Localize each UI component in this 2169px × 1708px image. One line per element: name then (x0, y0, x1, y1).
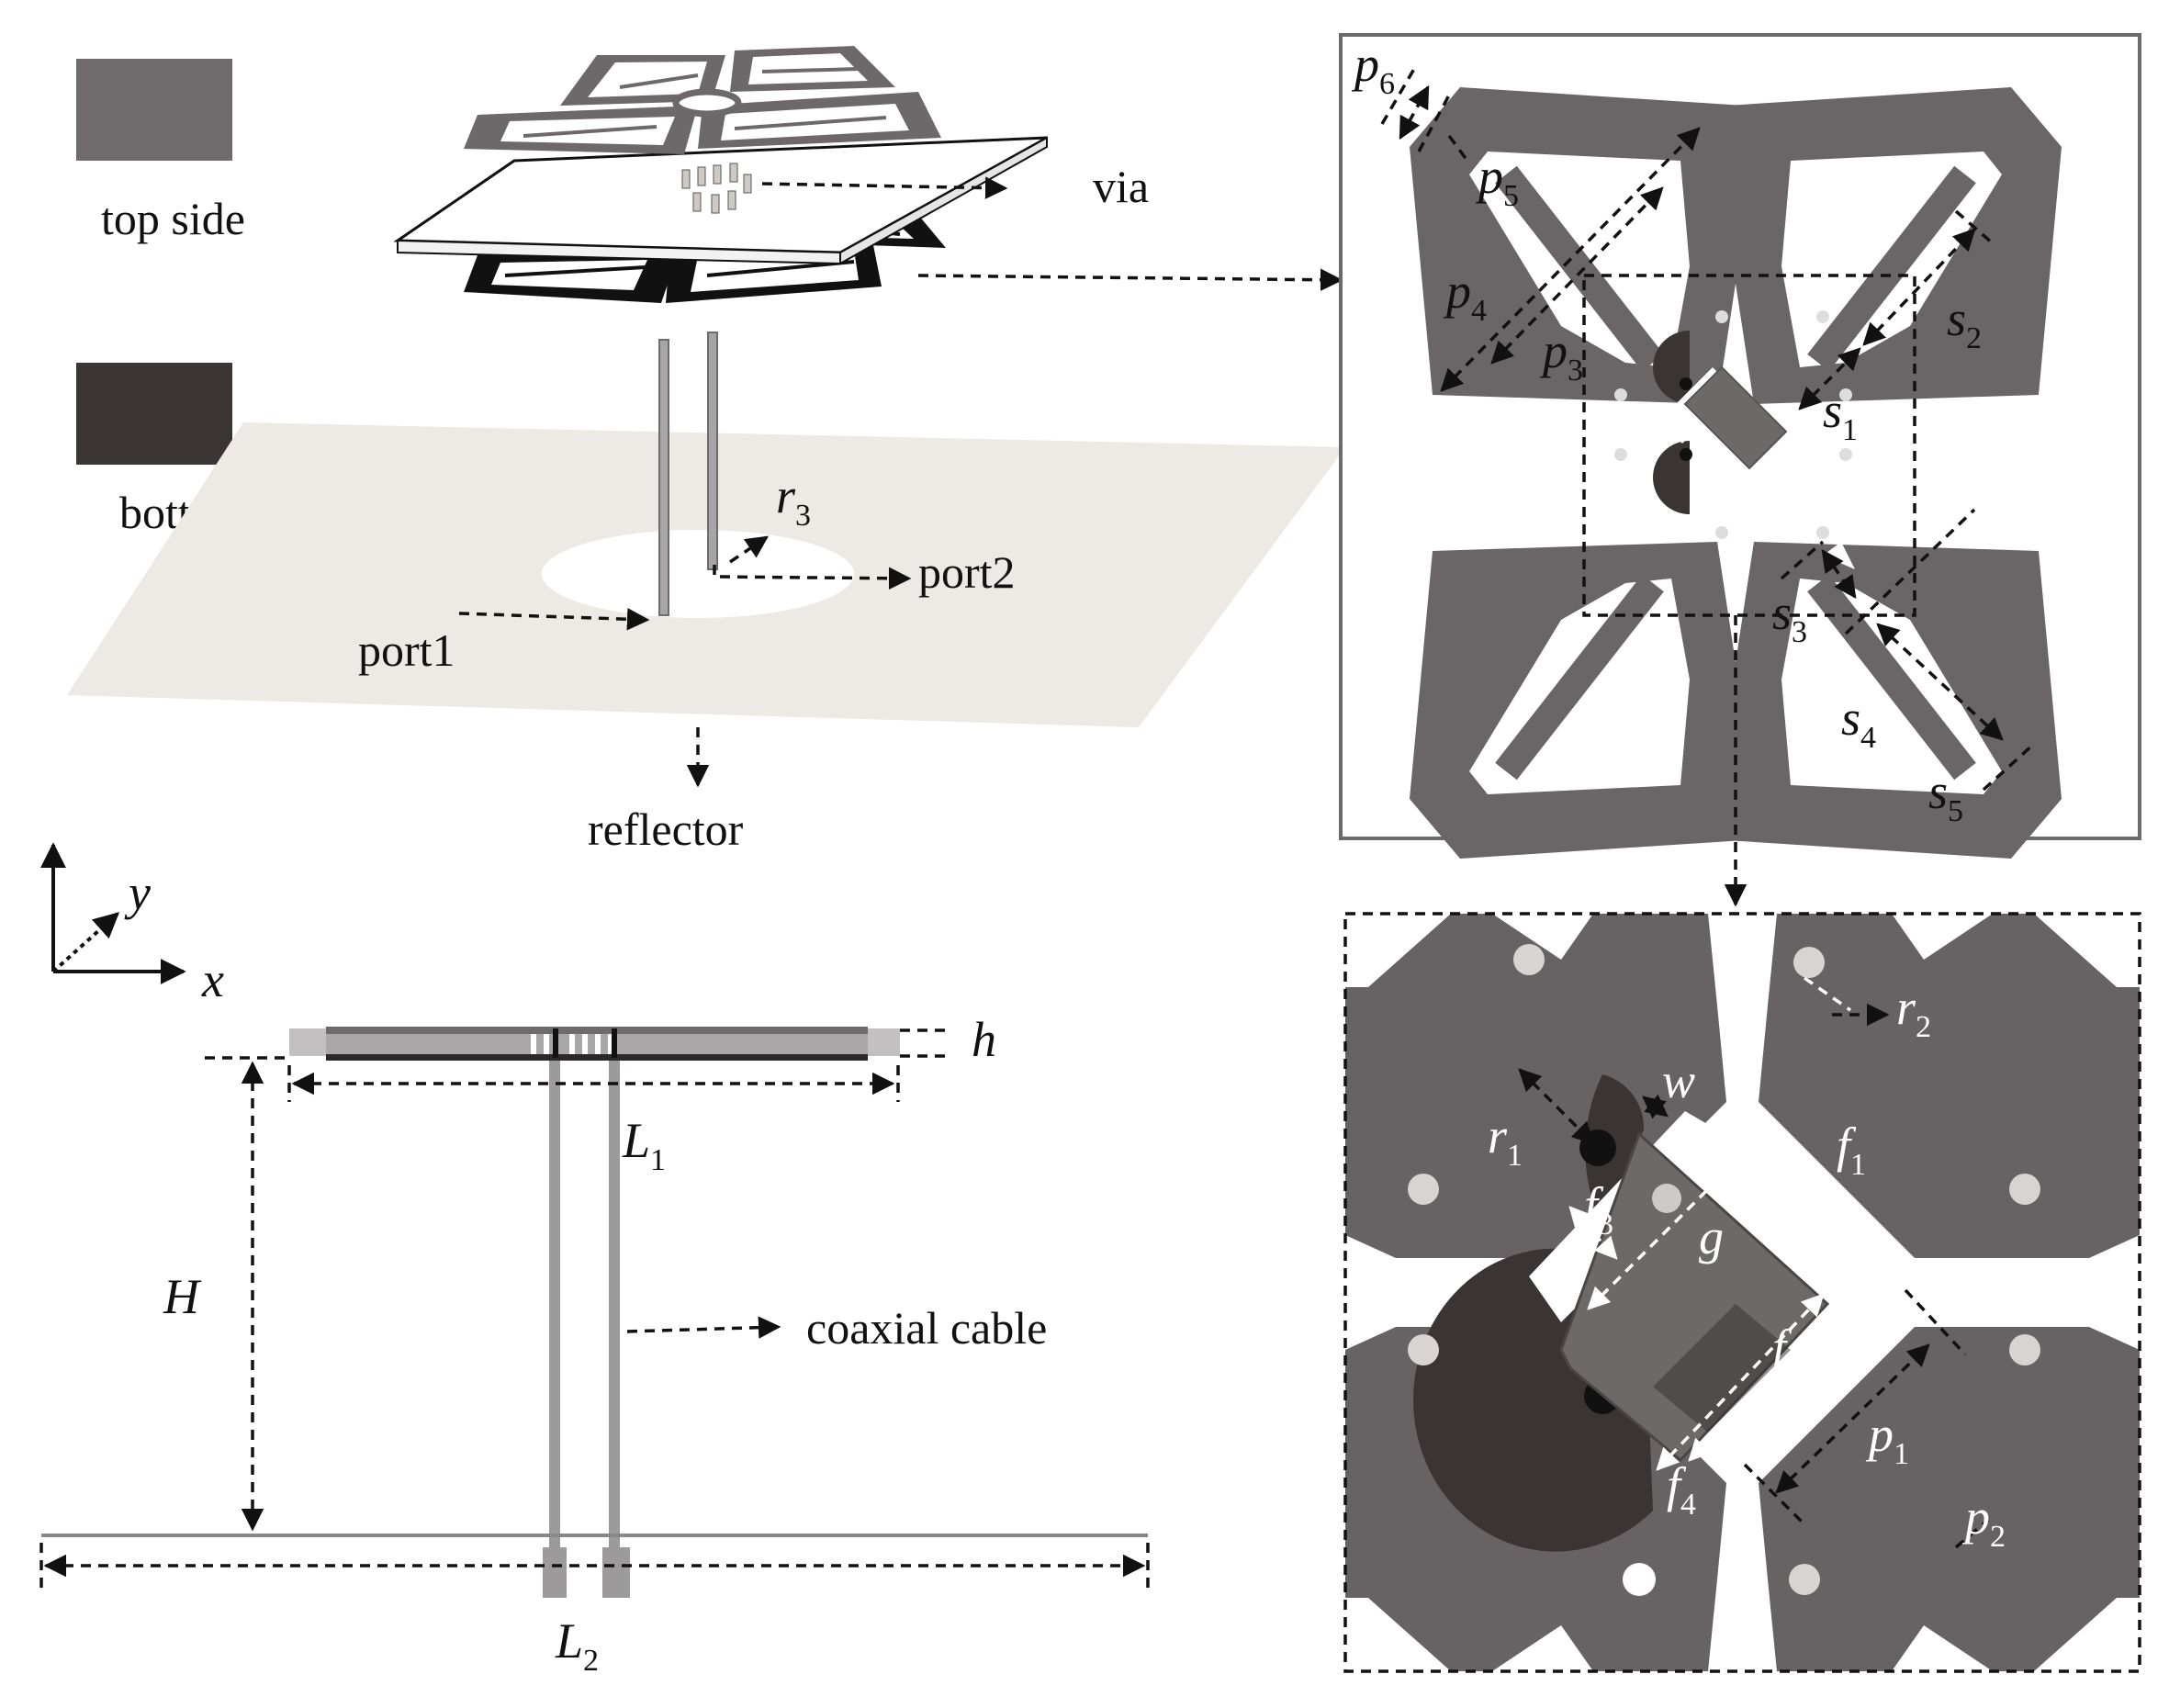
L2-label: L2 (555, 1613, 599, 1678)
f1-dimension (1793, 1164, 1848, 1223)
via-label: via (1093, 161, 1149, 212)
via-cluster (681, 163, 752, 214)
side-top-metal (326, 1027, 868, 1034)
s3-dimension (1821, 548, 1857, 600)
coax-cable-arrow (626, 1316, 781, 1339)
s5-dimension (1982, 742, 2036, 792)
legend-bottom-side-swatch (76, 363, 232, 465)
r3-label: r3 (776, 468, 811, 533)
s4-dimension (1876, 623, 2004, 741)
detail-via-1 (1513, 944, 1545, 975)
detail-view-panel: r1 r2 w f1 f3 g f2 f4 p1 p2 (1343, 912, 2141, 1673)
p3-label: p3 (1539, 323, 1583, 388)
port2-arrow (713, 565, 912, 590)
s5-label: s5 (1928, 764, 1963, 828)
zoom-region-box (1582, 274, 1916, 617)
r2-arrow (1803, 976, 1852, 1012)
detail-frame (1343, 912, 2141, 1673)
s1-label: s1 (1823, 383, 1858, 447)
r3-arrow (729, 535, 770, 564)
reflector-aperture (542, 530, 854, 618)
p1-dimension (1775, 1343, 1930, 1494)
s1-dimension (1798, 347, 1861, 410)
p4-label: p4 (1443, 264, 1487, 328)
port2-label: port2 (918, 546, 1016, 598)
detail-via-4 (2009, 1174, 2040, 1205)
to-top-view-arrow (917, 268, 1343, 292)
detail-via-7 (1623, 1563, 1656, 1596)
substrate-slab (393, 136, 1048, 265)
detail-via-6 (2009, 1334, 2040, 1365)
feed-pin-2 (707, 331, 718, 570)
legend-top-side-swatch (76, 59, 232, 161)
f4-dimension (1656, 1293, 1825, 1471)
p1-label: p1 (1865, 1407, 1909, 1471)
top-view-panel: p6 p5 p4 p3 s1 s2 s3 s4 s5 (1339, 33, 2141, 907)
side-bottom-metal (326, 1054, 868, 1061)
p3-dimension (1490, 186, 1664, 365)
L1-label: L1 (622, 1113, 666, 1177)
coax-connector-1 (543, 1547, 567, 1598)
p2-label: p2 (1961, 1489, 2006, 1554)
side-via-marks (531, 1028, 617, 1058)
r2-label: r2 (1896, 980, 1931, 1044)
legend-top-side-label: top side (101, 193, 245, 244)
p6-label: p6 (1351, 37, 1395, 101)
detail-via-2 (1793, 947, 1825, 978)
s2-dimension (1862, 228, 1976, 346)
port1-label: port1 (358, 624, 455, 676)
coaxial-cable-label: coaxial cable (806, 1302, 1047, 1354)
H-label: H (163, 1269, 202, 1324)
via-arrow (761, 176, 1008, 199)
g-label: g (1699, 1209, 1724, 1264)
side-reflector (41, 1534, 1148, 1537)
coordinate-axes: x y (40, 842, 224, 1007)
reflector-label: reflector (588, 803, 744, 855)
top-view-feed (1614, 310, 1855, 569)
coax-cable-1 (549, 1061, 560, 1547)
s4-label: s4 (1841, 691, 1876, 755)
petal-lower-left (1410, 542, 1749, 859)
port1-arrow (458, 608, 650, 631)
s2-label: s2 (1947, 291, 1982, 355)
feed-pin-1 (658, 339, 669, 616)
p6-dimension (1399, 84, 1430, 140)
detail-via-8 (1789, 1564, 1820, 1595)
coax-cable-2 (609, 1061, 620, 1547)
detail-via-5 (1408, 1334, 1439, 1365)
detail-via-3 (1408, 1174, 1439, 1205)
top-layer-pattern (464, 46, 941, 154)
exploded-3d-view: via port1 port2 reflector r3 (67, 46, 1345, 855)
s3-label: s3 (1772, 585, 1807, 649)
r1-label: r1 (1488, 1108, 1523, 1173)
y-axis-label: y (124, 865, 151, 920)
p2-dimension (1954, 1518, 1990, 1549)
x-axis-label: x (201, 952, 224, 1007)
w-dimension (1642, 1094, 1669, 1119)
coax-connector-2 (602, 1547, 630, 1598)
h-label: h (972, 1012, 996, 1067)
p5-label: p5 (1475, 149, 1519, 213)
side-view: h H L1 L2 coaxial cable (39, 1012, 1150, 1678)
w-label: w (1662, 1053, 1695, 1108)
petal-upper-right (1722, 87, 2062, 404)
g-dimension (1587, 1128, 1770, 1310)
